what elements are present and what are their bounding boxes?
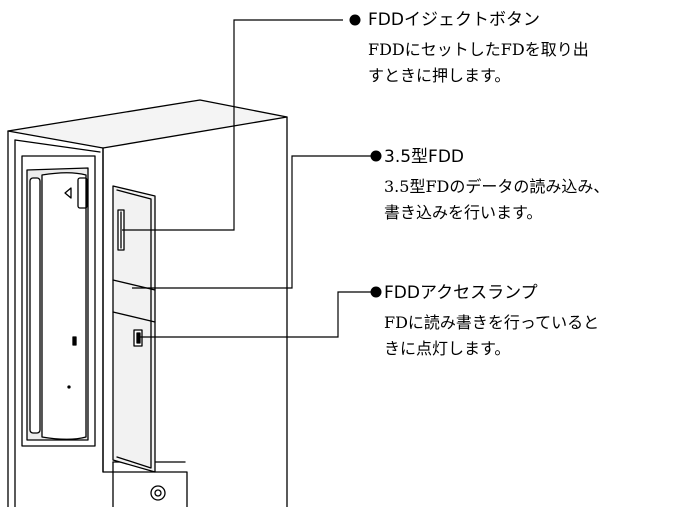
callout-title: FDDイジェクトボタン	[368, 10, 540, 30]
callout-dot-lamp	[370, 286, 382, 298]
callout-description: FDDにセットしたFDを取り出 すときに押します。	[368, 40, 589, 85]
callout-title: 3.5型FDD	[384, 147, 464, 167]
pc-tower-body	[7, 99, 288, 507]
fdd-unit	[112, 185, 156, 473]
callout-dots	[349, 14, 382, 298]
leader-line-lamp	[140, 291, 376, 338]
callout-dot-eject	[349, 14, 361, 26]
optical-drive-bay	[21, 155, 96, 447]
leader-lines	[122, 19, 376, 338]
callout-dot-fdd	[370, 150, 382, 162]
callout-description: FDに読み書きを行っていると きに点灯します。	[384, 313, 600, 358]
callout-title: FDDアクセスランプ	[384, 283, 538, 303]
callout-description: 3.5型FDのデータの読み込み、 書き込みを行います。	[384, 177, 610, 222]
callout-access-lamp: FDDアクセスランプ FDに読み書きを行っていると きに点灯します。	[384, 282, 683, 362]
callout-fdd: 3.5型FDD 3.5型FDのデータの読み込み、 書き込みを行います。	[384, 146, 683, 226]
callout-eject-button: FDDイジェクトボタン FDDにセットしたFDを取り出 すときに押します。	[368, 9, 678, 89]
leader-line-eject	[122, 19, 343, 231]
leader-line-fdd	[132, 155, 376, 289]
